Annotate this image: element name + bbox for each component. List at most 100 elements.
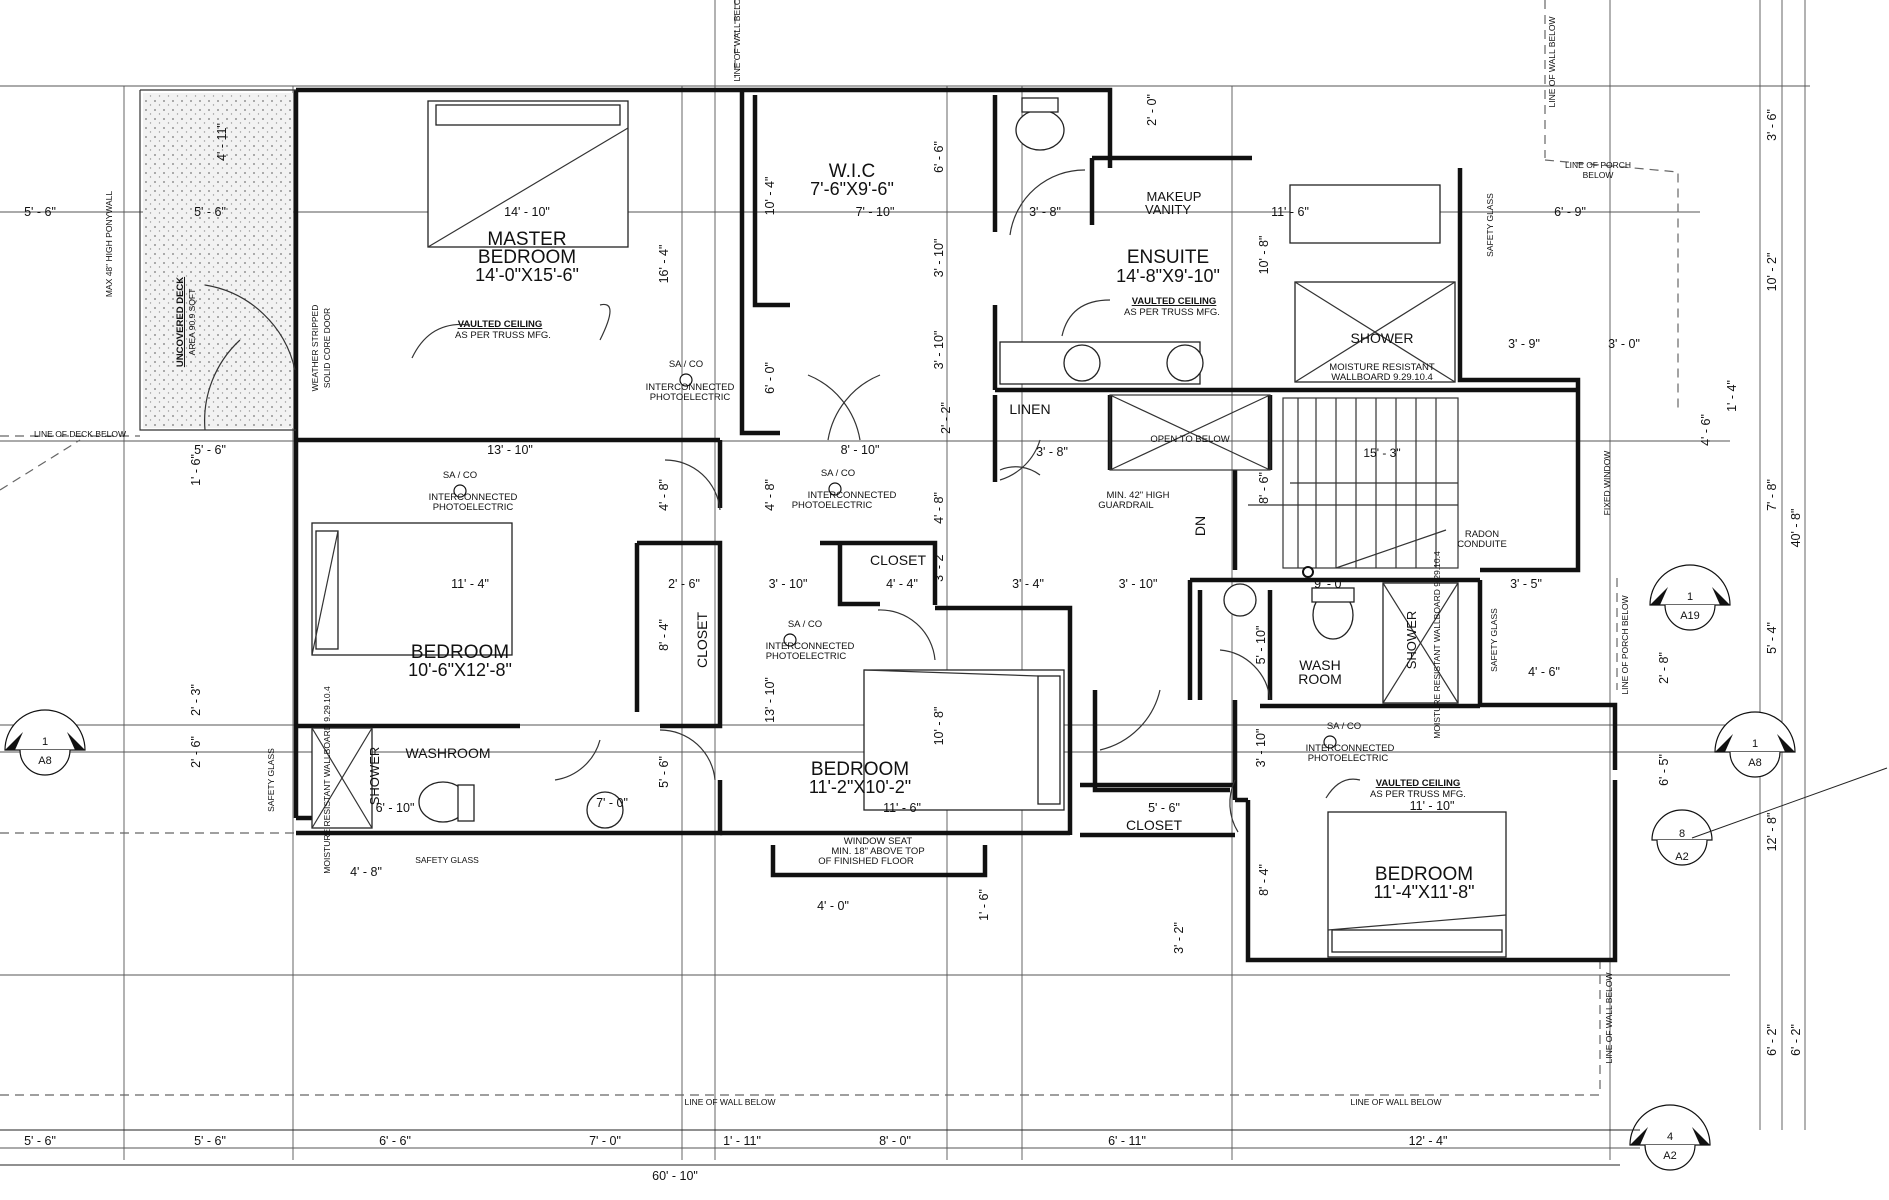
room-shower-left: SHOWER xyxy=(367,747,382,806)
dim-bottom-1: 5' - 6" xyxy=(24,1134,56,1148)
dim-3-8-a: 3' - 8" xyxy=(1029,205,1061,219)
room-master-name2: BEDROOM xyxy=(478,247,576,268)
room-ensuite-name: ENSUITE xyxy=(1127,247,1209,268)
dim-3-0: 3' - 0" xyxy=(1608,337,1640,351)
section-marker-sheet: A8 xyxy=(38,755,51,767)
note-line-wall-below-top: LINE OF WALL BELOW xyxy=(732,0,742,82)
note-truss-ensuite: AS PER TRUSS MFG. xyxy=(1124,307,1220,318)
dim-v-4-11: 4' - 11" xyxy=(215,123,229,161)
dim-v-4-6: 4' - 6" xyxy=(1699,414,1713,446)
dim-bottom-3: 6' - 6" xyxy=(379,1134,411,1148)
dim-v-4-8-a: 4' - 8" xyxy=(657,479,671,511)
section-marker-number: 1 xyxy=(1752,738,1758,750)
note-inter-hall: INTERCONNECTED xyxy=(808,490,897,501)
bed-left xyxy=(311,522,513,656)
dim-7-10: 7' - 10" xyxy=(856,205,895,219)
dim-v-3-10-c: 3' - 10" xyxy=(1254,729,1268,768)
dimensions-interior-h: 14' - 10" 7' - 10" 11' - 6" 6' - 9" 5' -… xyxy=(24,205,1640,913)
dashed-lines xyxy=(0,0,1679,1096)
note-saco-hall: SA / CO xyxy=(821,468,855,479)
note-moisture2: WALLBOARD 9.29.10.4 xyxy=(1331,372,1433,383)
section-marker-5: 4 A2 xyxy=(1629,1104,1711,1171)
note-dn: DN xyxy=(1192,516,1208,536)
note-moisture1: MOISTURE RESISTANT xyxy=(1329,362,1435,373)
dim-bottom-7: 6' - 11" xyxy=(1108,1134,1146,1148)
note-photo-master: PHOTOELECTRIC xyxy=(650,392,731,403)
dim-right-5: 6' - 5" xyxy=(1657,754,1671,786)
dim-overall: 60' - 10" xyxy=(652,1169,698,1183)
note-photo-mid: PHOTOELECTRIC xyxy=(766,651,847,662)
dim-right-6: 12' - 8" xyxy=(1765,813,1779,852)
dimensions-bottom: 5' - 6" 5' - 6" 6' - 6" 7' - 0" 1' - 11"… xyxy=(0,1129,1640,1183)
dim-2-6: 2' - 6" xyxy=(668,577,700,591)
dim-v-16-4: 16' - 4" xyxy=(657,245,671,284)
dim-right-8: 40' - 8" xyxy=(1789,509,1803,548)
room-master-size: 14'-0"X15'-6" xyxy=(475,265,579,285)
note-fixed-window: FIXED WINDOW xyxy=(1602,451,1612,516)
dim-v-13-10: 13' - 10" xyxy=(763,677,777,723)
dim-v-3-2-b: 3' - 2" xyxy=(932,550,946,582)
dim-right-1: 3' - 6" xyxy=(1765,109,1779,141)
section-marker-number: 1 xyxy=(1687,591,1693,603)
section-marker-number: 4 xyxy=(1667,1131,1673,1143)
dim-v-10-8-b: 10' - 8" xyxy=(932,707,946,746)
toilet-ensuite xyxy=(1015,109,1065,151)
room-washroom-right-line2: ROOM xyxy=(1298,671,1342,687)
fixtures xyxy=(311,97,1507,958)
section-marker-1: 1 A8 xyxy=(4,709,86,776)
dim-5-6-a: 5' - 6" xyxy=(24,205,56,219)
section-marker-4: 8 A2 xyxy=(1651,767,1888,866)
room-bedroom-right-name: BEDROOM xyxy=(1375,864,1473,885)
dim-bottom-5: 1' - 11" xyxy=(723,1134,761,1148)
dim-v-2-0: 2' - 0" xyxy=(1145,94,1159,126)
room-ensuite-size: 14'-8"X9'-10" xyxy=(1116,266,1220,286)
dim-right-4: 5' - 4" xyxy=(1765,622,1779,654)
dim-3-10: 3' - 10" xyxy=(769,577,808,591)
dim-5-6-d: 5' - 6" xyxy=(1148,801,1180,815)
note-guardrail2: GUARDRAIL xyxy=(1098,500,1153,511)
note-inter-right: INTERCONNECTED xyxy=(1306,743,1395,754)
note-truss-master: AS PER TRUSS MFG. xyxy=(455,330,551,341)
dim-6-9: 6' - 9" xyxy=(1554,205,1586,219)
section-marker-2: 1 A8 xyxy=(1714,711,1796,778)
note-ponywall: MAX 48" HIGH PONYWALL xyxy=(104,191,114,297)
section-marker-sheet: A8 xyxy=(1748,757,1761,769)
note-radon1: RADON xyxy=(1465,529,1499,540)
note-line-wall-below-2: LINE OF WALL BELOW xyxy=(1350,1097,1441,1107)
dim-4-0: 4' - 0" xyxy=(817,899,849,913)
note-photo-right: PHOTOELECTRIC xyxy=(1308,753,1389,764)
note-vaulted-bedroom: VAULTED CEILING xyxy=(1376,778,1461,789)
note-saco-right: SA / CO xyxy=(1327,721,1361,732)
dim-3-8-b: 3' - 8" xyxy=(1036,445,1068,459)
note-line-porch2: BELOW xyxy=(1583,170,1614,180)
dim-11-10: 11' - 10" xyxy=(1410,799,1455,813)
note-stair-run: 15' - 3" xyxy=(1363,446,1400,460)
deck-hatch xyxy=(143,93,293,428)
dimensions-right: 3' - 6" 10' - 2" 7' - 8" 5' - 4" 6' - 5"… xyxy=(1657,109,1803,1056)
leaders xyxy=(411,299,1447,799)
note-vaulted-ensuite: VAULTED CEILING xyxy=(1132,296,1217,307)
note-inter-master: INTERCONNECTED xyxy=(646,382,735,393)
dim-v-5-10: 5' - 10" xyxy=(1254,626,1268,665)
room-closet-b: CLOSET xyxy=(694,612,710,668)
section-marker-sheet: A2 xyxy=(1675,851,1688,863)
doors xyxy=(204,169,1271,833)
dim-v-6-6: 6' - 6" xyxy=(932,141,946,173)
dim-3-10-b: 3' - 10" xyxy=(1119,577,1158,591)
room-closet-a: CLOSET xyxy=(870,552,926,568)
note-line-porch1: LINE OF PORCH xyxy=(1565,160,1631,170)
dim-v-10-4: 10' - 4" xyxy=(763,177,777,216)
room-bedroom-mid-name: BEDROOM xyxy=(811,759,909,780)
note-safety-glass-washroom: SAFETY GLASS xyxy=(415,855,479,865)
note-moisture-right: MOISTURE RESISTANT WALLBOARD 9.29.10.4 xyxy=(1432,551,1442,739)
note-saco-mid: SA / CO xyxy=(788,619,822,630)
dim-11-6: 11' - 6" xyxy=(1271,205,1309,219)
room-wic-name: W.I.C xyxy=(829,161,875,182)
dim-right-9: 6' - 2" xyxy=(1789,1024,1803,1056)
room-makeup-line2: VANITY xyxy=(1145,202,1191,217)
notes: VAULTED CEILING AS PER TRUSS MFG. VAULTE… xyxy=(34,0,1631,1107)
dim-v-4-8-b: 4' - 8" xyxy=(763,479,777,511)
dim-v-2-8: 2' - 8" xyxy=(1657,652,1671,684)
note-door1: WEATHER STRIPPED xyxy=(310,305,320,392)
dim-right-2: 10' - 2" xyxy=(1765,253,1779,292)
